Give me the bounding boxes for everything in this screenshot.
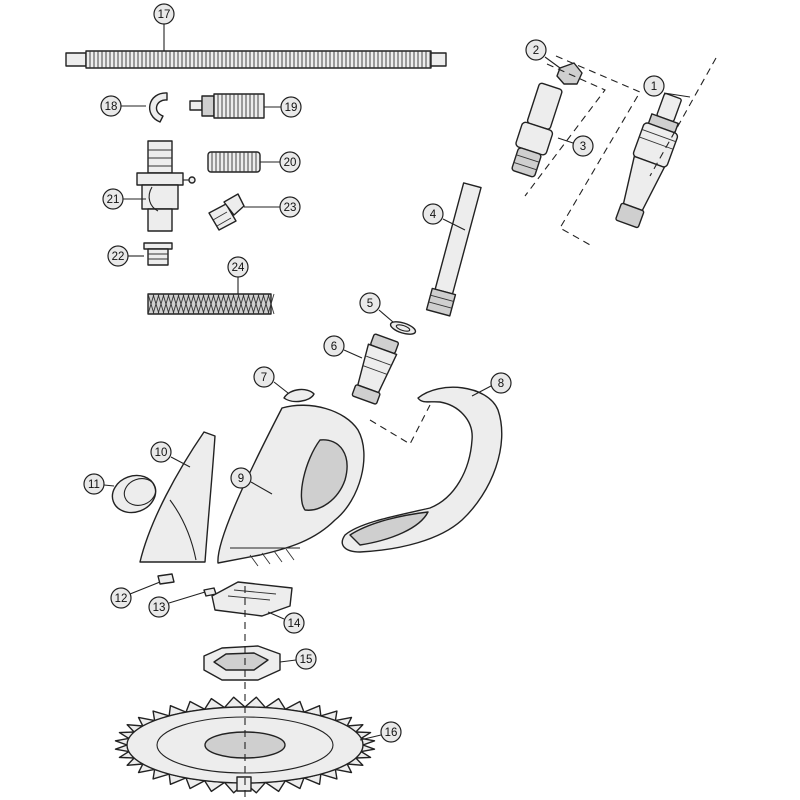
svg-text:9: 9: [238, 473, 244, 485]
callout-11: 11: [83, 473, 115, 495]
part-4-tube: [425, 182, 482, 317]
callout-14: 14: [267, 611, 305, 634]
svg-text:10: 10: [155, 447, 168, 459]
svg-text:18: 18: [105, 101, 118, 113]
part-7-cap: [283, 388, 315, 403]
svg-text:1: 1: [651, 81, 657, 93]
svg-text:14: 14: [288, 618, 301, 630]
svg-text:16: 16: [385, 727, 398, 739]
part-23-elbow: [208, 193, 245, 231]
alignment-lines: [244, 55, 717, 800]
part-12-small-part: [157, 573, 175, 585]
callout-13: 13: [148, 591, 206, 618]
svg-text:7: 7: [261, 372, 267, 384]
callout-15: 15: [279, 648, 317, 670]
svg-text:12: 12: [115, 593, 128, 605]
part-5-o-ring: [389, 321, 417, 335]
part-6-swivel-body: [351, 333, 399, 405]
callout-23: 23: [244, 196, 301, 218]
callout-4: 4: [422, 203, 466, 231]
part-3-swivel: [511, 82, 563, 178]
svg-text:6: 6: [331, 341, 337, 353]
part-10-wing: [139, 431, 216, 563]
part-22-ring: [143, 242, 173, 266]
part-9-body: [217, 404, 365, 567]
part-20-flex-hose: [207, 151, 261, 173]
callout-6: 6: [323, 335, 363, 359]
part-21-valve: [136, 140, 196, 232]
callout-24: 24: [227, 256, 249, 294]
svg-text:8: 8: [498, 378, 504, 390]
callout-7: 7: [253, 366, 289, 394]
svg-text:22: 22: [112, 251, 125, 263]
part-11-round-cap: [111, 474, 157, 514]
callout-19: 19: [264, 96, 302, 118]
callout-21: 21: [102, 188, 146, 210]
callout-17: 17: [153, 3, 175, 51]
svg-text:20: 20: [284, 157, 297, 169]
callout-18: 18: [100, 95, 146, 117]
svg-text:13: 13: [153, 602, 166, 614]
svg-text:4: 4: [430, 209, 437, 221]
svg-text:11: 11: [88, 479, 100, 491]
part-1-connector: [615, 92, 682, 229]
callout-2: 2: [525, 39, 561, 69]
svg-text:2: 2: [533, 45, 539, 57]
svg-text:5: 5: [367, 298, 373, 310]
callout-16: 16: [359, 721, 402, 743]
svg-text:17: 17: [158, 9, 171, 21]
part-14-plate: [211, 581, 293, 617]
callout-9: 9: [230, 467, 273, 495]
part-8-foot: [341, 386, 503, 553]
svg-text:24: 24: [232, 262, 245, 274]
callout-12: 12: [110, 581, 161, 609]
svg-text:23: 23: [284, 202, 297, 214]
svg-text:15: 15: [300, 654, 313, 666]
callout-1: 1: [643, 75, 691, 98]
part-15-octagon: [203, 645, 281, 681]
svg-text:21: 21: [107, 194, 120, 206]
svg-text:19: 19: [285, 102, 298, 114]
part-17-hose: [65, 50, 447, 69]
svg-text:3: 3: [580, 141, 586, 153]
callout-20: 20: [260, 151, 301, 173]
part-24-mesh: [147, 293, 275, 315]
callout-10: 10: [150, 441, 191, 468]
part-18-clip: [149, 92, 168, 123]
callout-3: 3: [557, 135, 594, 157]
callout-5: 5: [359, 292, 394, 323]
callout-22: 22: [107, 245, 144, 267]
callout-8: 8: [471, 372, 512, 397]
part-19-connector: [189, 93, 265, 119]
callout-layer: 17 18 19 20 21 23 22: [83, 3, 691, 743]
